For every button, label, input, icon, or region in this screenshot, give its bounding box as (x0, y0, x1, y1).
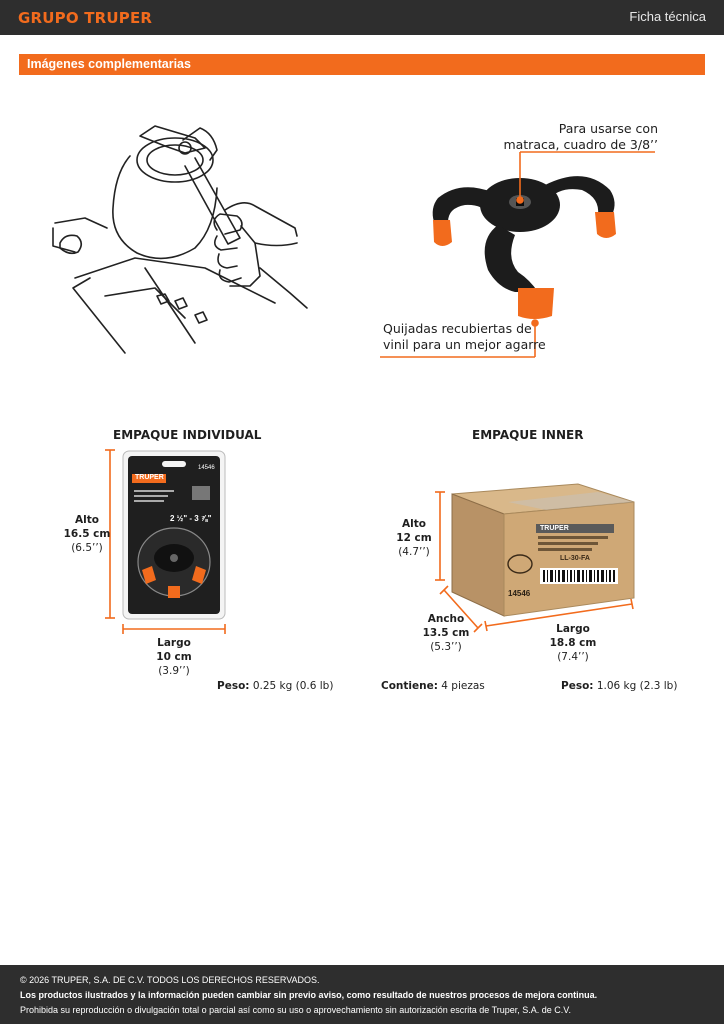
inner-length-cm: 18.8 cm (549, 637, 597, 649)
inner-weight-label: Peso: (561, 680, 594, 692)
individual-length-in: (3.9’’) (158, 665, 190, 677)
footer-notice: Los productos ilustrados y la informació… (20, 990, 598, 1000)
top-bar: GRUPO TRUPER Ficha técnica (0, 0, 724, 35)
individual-dimension-lines (105, 449, 226, 634)
inner-dimension-lines (435, 491, 634, 633)
ratchet-callout-line1: Para usarse con (558, 121, 658, 136)
inner-width-in: (5.3’’) (430, 641, 462, 653)
footer-copyright: © 2026 TRUPER, S.A. DE C.V. TODOS LOS DE… (20, 975, 320, 985)
section-title: Imágenes complementarias (27, 57, 191, 71)
jaws-callout-line2: vinil para un mejor agarre (383, 337, 546, 352)
individual-weight: Peso: 0.25 kg (0.6 lb) (217, 680, 333, 692)
individual-length-cm: 10 cm (156, 651, 192, 663)
blister-code: 14546 (198, 465, 215, 471)
inner-length-in: (7.4’’) (557, 651, 589, 663)
inner-height-label: Alto (402, 518, 426, 530)
blister-size: 2 ½" - 3 ⅞" (170, 514, 212, 523)
inner-box-image (451, 483, 635, 617)
inner-width-label: Ancho (427, 613, 465, 625)
blister-brand: TRUPER (135, 474, 164, 481)
inner-weight-value: 1.06 kg (2.3 lb) (593, 680, 678, 692)
individual-height-cm: 16.5 cm (63, 528, 111, 540)
inner-length: Largo 18.8 cm (7.4’’) (546, 622, 600, 664)
footer-prohibition: Prohibida su reproducción o divulgación … (20, 1005, 571, 1015)
footer: © 2026 TRUPER, S.A. DE C.V. TODOS LOS DE… (0, 965, 724, 1024)
individual-height-label: Alto (75, 514, 99, 526)
inner-weight: Peso: 1.06 kg (2.3 lb) (561, 680, 677, 692)
inner-contents-label: Contiene: (381, 680, 438, 692)
jaws-callout-line1: Quijadas recubiertas de (383, 321, 532, 336)
individual-length-label: Largo (157, 637, 191, 649)
individual-height-in: (6.5’’) (71, 542, 103, 554)
jaws-callout: Quijadas recubiertas de vinil para un me… (383, 321, 573, 353)
individual-weight-label: Peso: (217, 680, 250, 692)
callout-leaders (380, 151, 655, 358)
individual-length: Largo 10 cm (3.9’’) (149, 636, 199, 678)
brand-logo: GRUPO TRUPER (18, 9, 153, 27)
inner-length-label: Largo (556, 623, 590, 635)
inner-box-code: 14546 (508, 589, 531, 598)
inner-width: Ancho 13.5 cm (5.3’’) (419, 612, 473, 654)
inner-width-cm: 13.5 cm (422, 627, 470, 639)
individual-height: Alto 16.5 cm (6.5’’) (62, 513, 112, 555)
inner-box-model: LL-30-FA (560, 555, 590, 562)
inner-height-in: (4.7’’) (398, 546, 430, 558)
section-header: Imágenes complementarias (19, 54, 705, 75)
blister-pack-image (122, 450, 226, 620)
ratchet-callout: Para usarse con matraca, cuadro de 3/8’’ (468, 121, 658, 153)
product-wrench-image (432, 176, 616, 319)
individual-weight-value: 0.25 kg (0.6 lb) (249, 680, 334, 692)
document-type: Ficha técnica (629, 9, 706, 24)
inner-contents: Contiene: 4 piezas (381, 680, 485, 692)
individual-package-title: EMPAQUE INDIVIDUAL (113, 428, 262, 442)
inner-height-cm: 12 cm (396, 532, 432, 544)
ratchet-callout-line2: matraca, cuadro de 3/8’’ (503, 137, 658, 152)
inner-height: Alto 12 cm (4.7’’) (389, 517, 439, 559)
inner-box-brand: TRUPER (540, 525, 569, 532)
usage-illustration (52, 125, 308, 354)
inner-package-title: EMPAQUE INNER (472, 428, 584, 442)
inner-contents-value: 4 piezas (437, 680, 485, 692)
